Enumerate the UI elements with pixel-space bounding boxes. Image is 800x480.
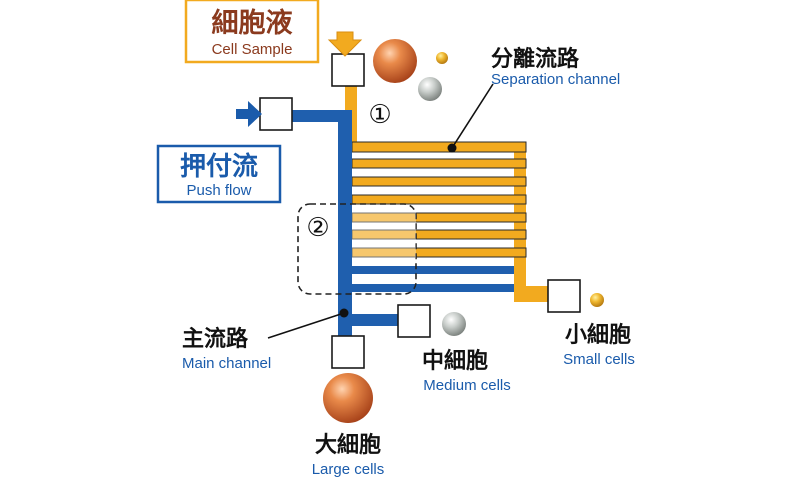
main-channel-title: 主流路	[182, 326, 249, 352]
large-cells-label: 大細胞 Large cells	[312, 432, 385, 478]
separation-callout-dot	[447, 143, 457, 153]
separation-channel-network	[345, 78, 550, 302]
blue-branch-1	[352, 266, 514, 274]
marker-1: ①	[368, 100, 391, 130]
main-channel-vertical	[338, 110, 352, 336]
cell-sample-subtitle: Cell Sample	[212, 41, 293, 58]
medium-cell-output-icon	[442, 312, 466, 336]
branch-3	[352, 177, 526, 186]
main-channel-network	[290, 110, 514, 336]
push-flow-subtitle: Push flow	[186, 182, 251, 199]
large-cell-icon	[373, 39, 417, 83]
large-cells-title: 大細胞	[315, 432, 381, 458]
push-flow-label: 押付流 Push flow	[156, 144, 282, 204]
small-cell-icon	[436, 52, 448, 64]
branch-5	[352, 213, 526, 222]
small-outlet-channel	[514, 286, 550, 302]
branch-2	[352, 159, 526, 168]
large-cell-output-icon	[323, 373, 373, 423]
branch-4	[352, 195, 526, 204]
sample-inflow-arrow-icon	[327, 31, 363, 57]
ports	[259, 53, 581, 369]
branch-7	[352, 248, 526, 257]
medium-cells-label: 中細胞 Medium cells	[422, 348, 511, 394]
push-inlet-port	[259, 97, 293, 131]
main-channel-subtitle: Main channel	[182, 355, 271, 372]
large-cells-subtitle: Large cells	[312, 461, 385, 478]
separation-channel-subtitle: Separation channel	[491, 71, 620, 88]
branch-1	[352, 142, 526, 152]
medium-cells-subtitle: Medium cells	[423, 377, 511, 394]
small-cells-subtitle: Small cells	[563, 351, 635, 368]
zoom-region-box	[297, 203, 417, 295]
medium-outlet-port	[397, 304, 431, 338]
large-outlet-port	[331, 335, 365, 369]
main-callout-line	[267, 312, 345, 339]
main-callout-dot	[339, 308, 349, 318]
branch-6	[352, 230, 526, 239]
medium-cell-icon	[418, 77, 442, 101]
sample-inlet-port	[331, 53, 365, 87]
cell-sample-label: 細胞液 Cell Sample	[184, 0, 320, 64]
small-outlet-port	[547, 279, 581, 313]
push-flow-title: 押付流	[180, 152, 258, 182]
small-cells-label: 小細胞 Small cells	[563, 322, 635, 368]
medium-outlet-channel	[352, 314, 400, 326]
separation-channel-label: 分離流路 Separation channel	[491, 46, 620, 88]
push-inflow-arrow-icon	[236, 101, 262, 127]
separation-callout-line	[451, 83, 494, 149]
main-channel-label: 主流路 Main channel	[182, 326, 271, 372]
push-inlet-channel	[290, 110, 350, 122]
marker-2: ②	[306, 213, 329, 243]
separation-channel-title: 分離流路	[491, 46, 580, 72]
zoom-highlight	[352, 210, 416, 262]
small-cell-output-icon	[590, 293, 604, 307]
blue-branch-2	[352, 284, 514, 292]
cell-sample-title: 細胞液	[212, 8, 293, 39]
medium-cells-title: 中細胞	[422, 348, 488, 374]
small-cells-title: 小細胞	[565, 322, 631, 348]
